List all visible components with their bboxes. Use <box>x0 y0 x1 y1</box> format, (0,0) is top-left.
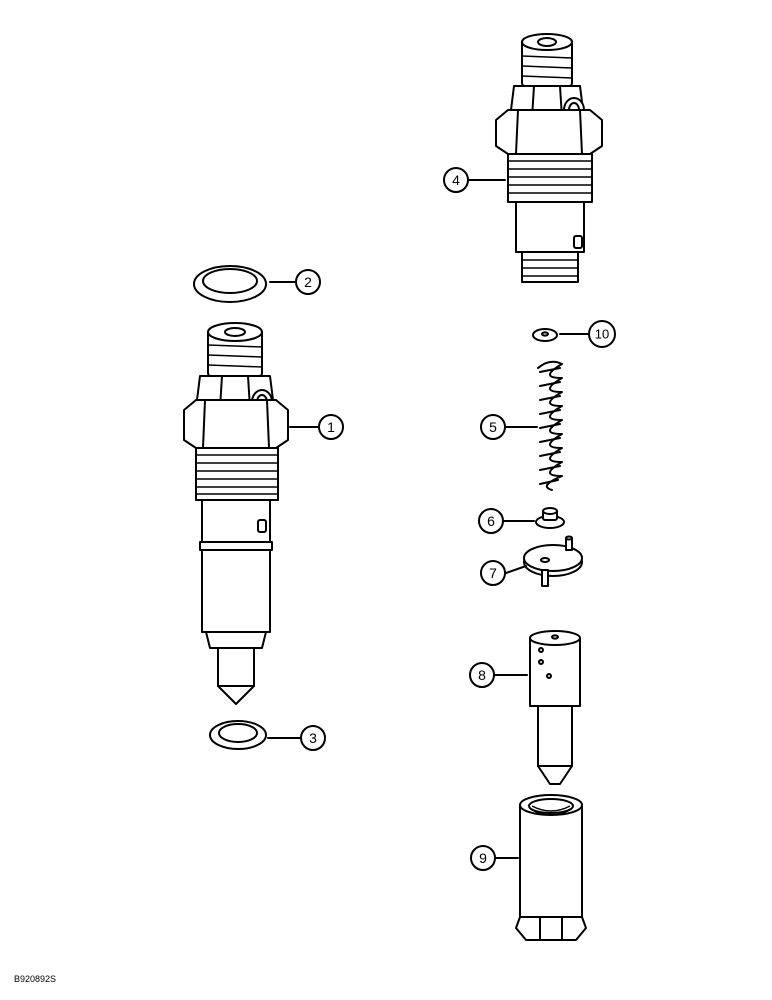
callout-9: 9 <box>470 845 496 871</box>
callout-1: 1 <box>318 414 344 440</box>
part-10-shim <box>532 328 558 342</box>
callout-5: 5 <box>480 414 506 440</box>
callout-10: 10 <box>588 320 616 348</box>
part-7-intermediate-plate <box>523 535 583 587</box>
part-1-injector-assembly <box>183 322 289 705</box>
callout-3-label: 3 <box>309 730 317 746</box>
figure-id: B920892S <box>14 974 56 984</box>
callout-8-label: 8 <box>478 667 486 683</box>
callout-3: 3 <box>300 725 326 751</box>
leader-lines <box>267 179 590 859</box>
callout-1-label: 1 <box>327 419 335 435</box>
callout-7-label: 7 <box>489 565 497 581</box>
callout-10-label: 10 <box>595 327 609 342</box>
leader-line-7 <box>505 565 527 574</box>
callout-6-label: 6 <box>487 513 495 529</box>
callout-4: 4 <box>443 167 469 193</box>
part-6-spring-seat <box>535 507 565 529</box>
callout-6: 6 <box>478 508 504 534</box>
part-5-spring <box>537 360 563 491</box>
callout-2-label: 2 <box>304 274 312 290</box>
part-9-nozzle-nut <box>515 794 587 941</box>
part-8-nozzle <box>529 630 581 785</box>
callout-2: 2 <box>295 269 321 295</box>
part-3-lower-washer <box>209 720 267 750</box>
part-2-upper-washer <box>193 265 267 303</box>
callout-4-label: 4 <box>452 172 460 188</box>
callout-9-label: 9 <box>479 850 487 866</box>
part-4-injector-body <box>495 33 603 283</box>
callout-5-label: 5 <box>489 419 497 435</box>
callout-7: 7 <box>480 560 506 586</box>
callout-8: 8 <box>469 662 495 688</box>
